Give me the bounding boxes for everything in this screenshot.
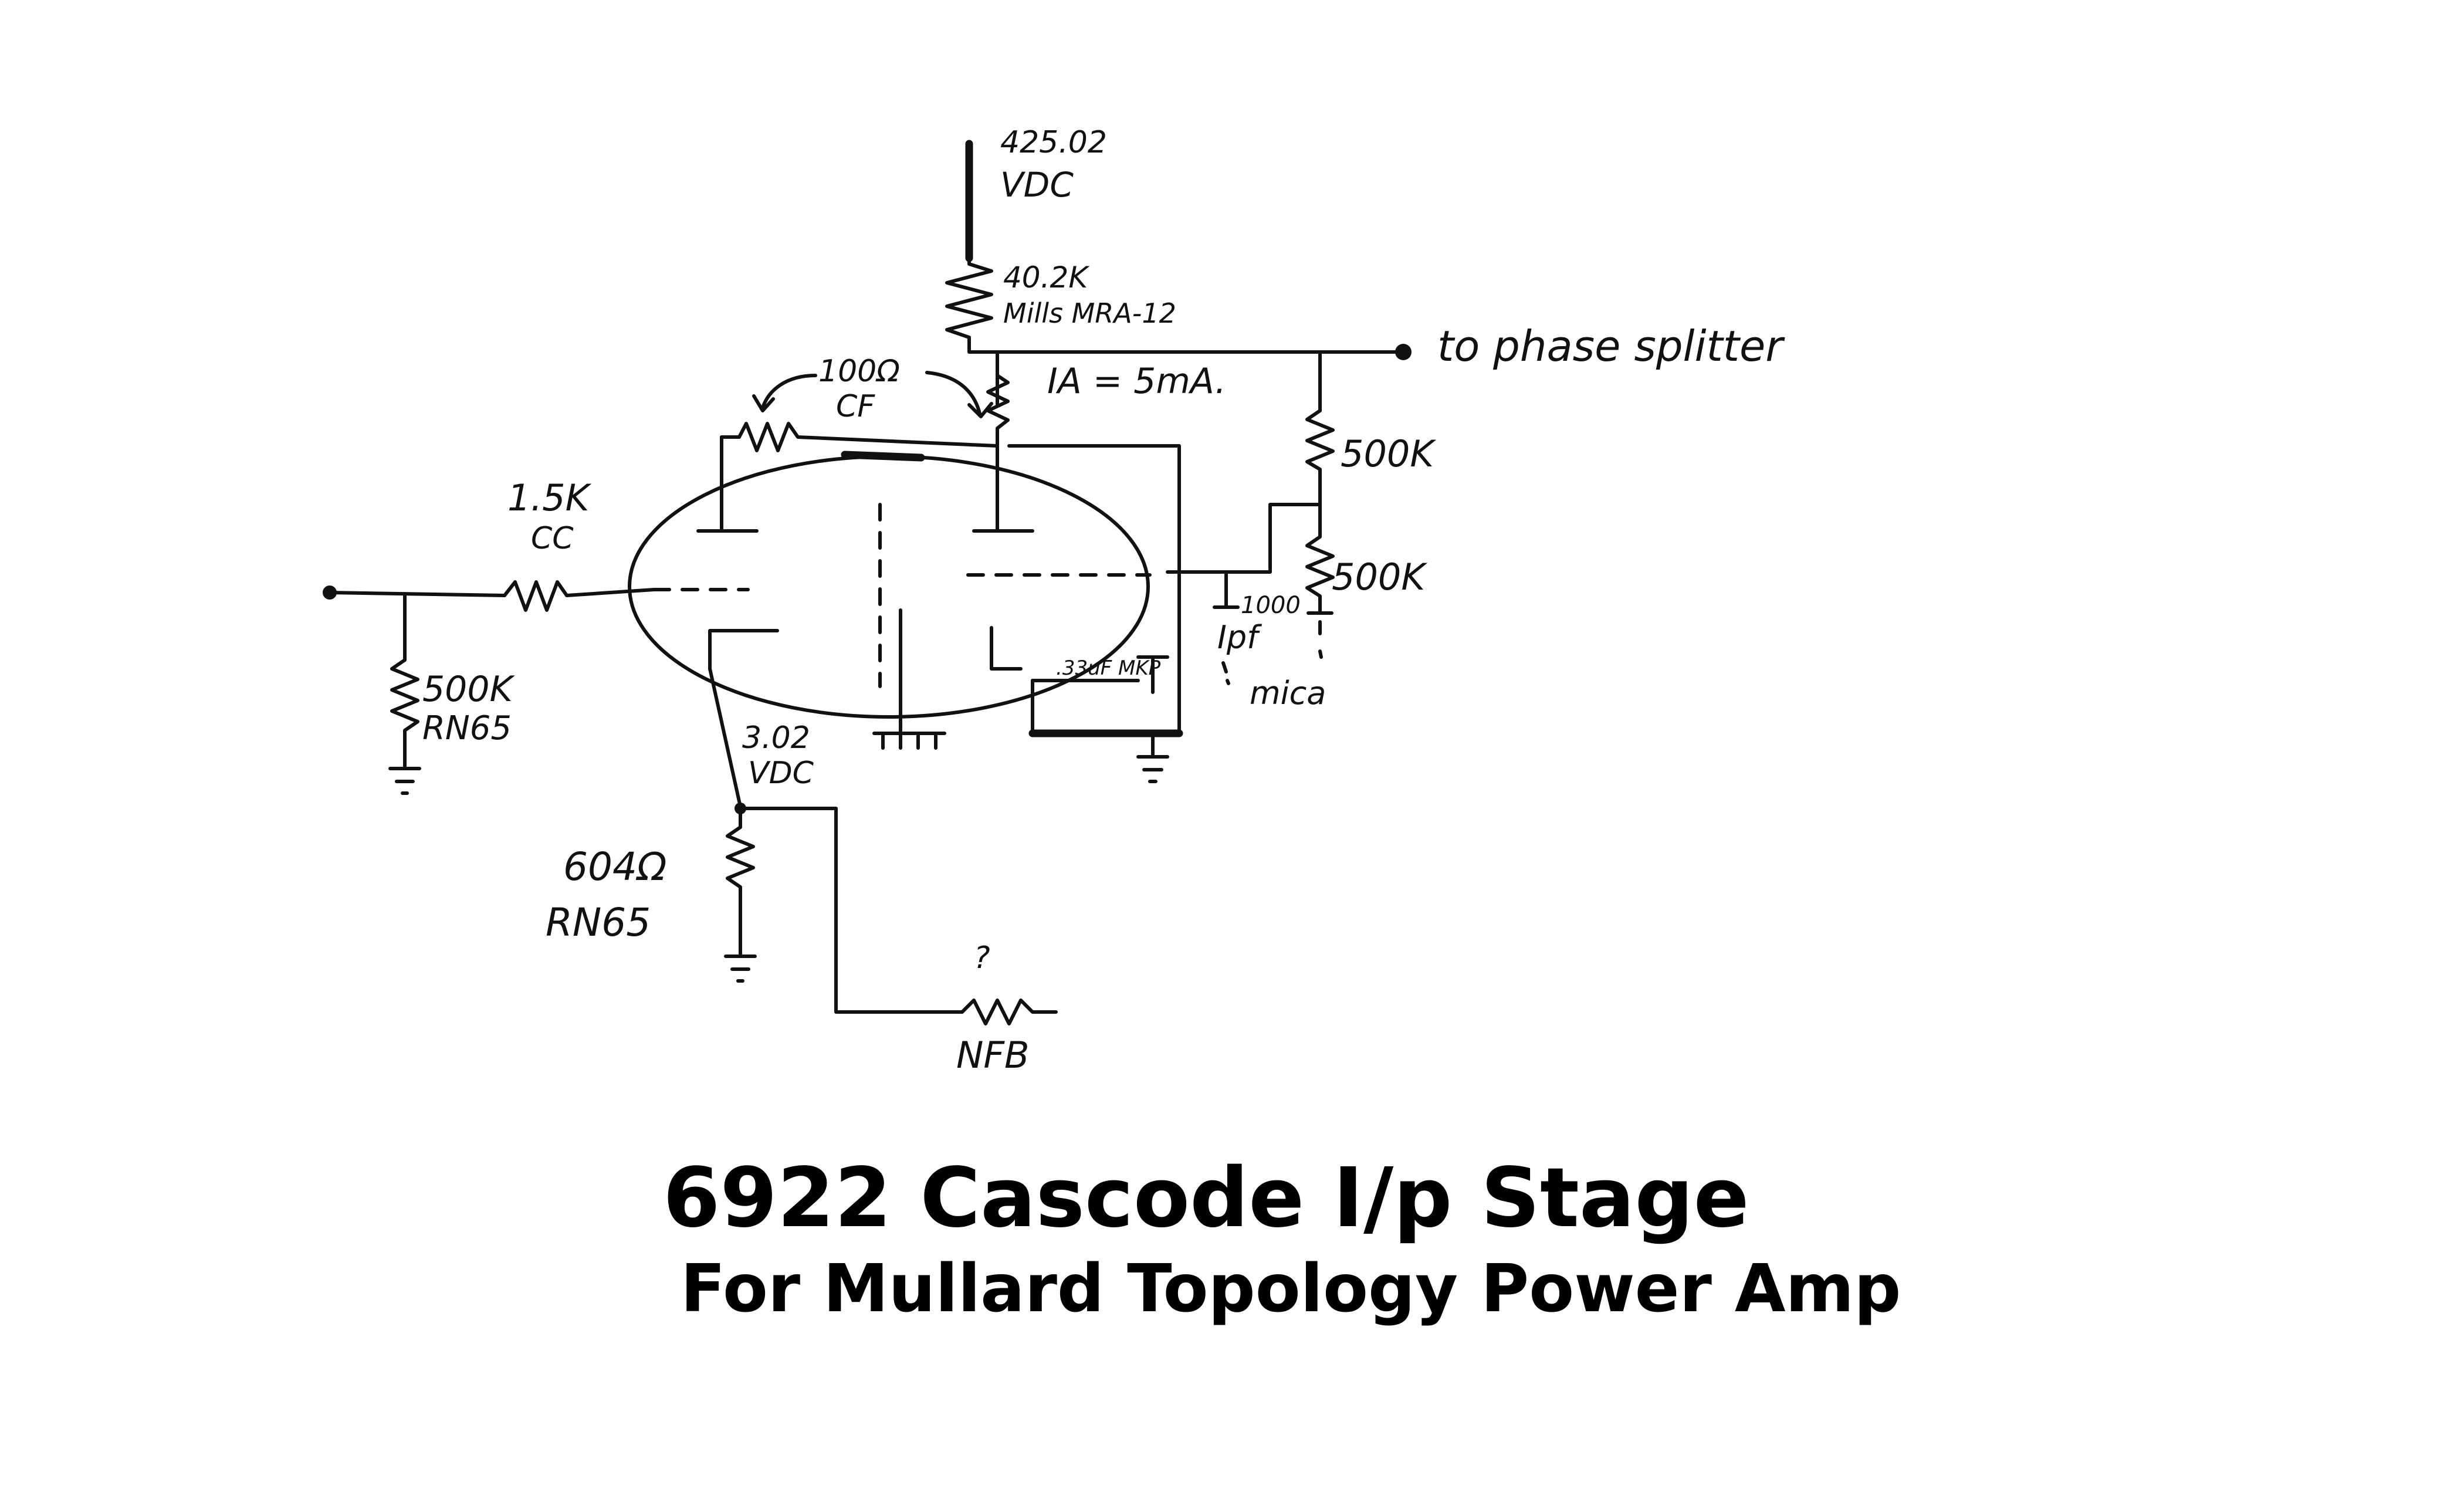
cathode-resistor-value: 604Ω: [563, 844, 666, 889]
title-line-2: For Mullard Topology Power Amp: [681, 1251, 1901, 1327]
cathode-to-nfb-wire: [739, 807, 964, 1014]
grid-leak-resistor: [390, 658, 419, 770]
grid-stopper-value: 1.5K: [507, 476, 592, 519]
cathode-lead: [708, 667, 742, 808]
cf-resistor-value: 100Ω: [818, 354, 900, 389]
divider-lower-resistor: [1305, 503, 1335, 615]
bypass-cap-lower-label: Ipf: [1217, 619, 1262, 656]
filter-cap-label: .33uF MKP: [1056, 656, 1161, 680]
cf-arrow-left-head: [752, 394, 775, 412]
cf-arrow-right: [925, 371, 981, 415]
plate-current-label: IA = 5mA.: [1047, 361, 1226, 402]
filter-cap-ground: [1136, 755, 1169, 783]
cathode-resistor: [726, 807, 755, 958]
bypass-cap-upper-label: 1000: [1241, 592, 1301, 619]
input-wire: [328, 591, 506, 597]
center-ground-bar: [872, 732, 946, 750]
nfb-resistor: [960, 999, 1058, 1025]
supply-voltage-unit: VDC: [1000, 165, 1074, 205]
divider-upper-resistor: [1305, 409, 1335, 506]
cathode-ground: [724, 955, 757, 983]
divider-mid-wire: [1166, 503, 1322, 574]
plate-resistor: [945, 256, 993, 354]
plate-resistor-value: 40.2K: [1003, 260, 1090, 295]
cf-resistor-type: CF: [836, 389, 875, 424]
grid-leak-type: RN65: [422, 709, 512, 747]
grid-stopper: [503, 580, 656, 612]
divider-upper-label: 500K: [1341, 432, 1436, 475]
output-terminal: [1395, 344, 1412, 360]
tube-top-mark: [841, 451, 925, 462]
cf-arrow-left: [761, 374, 817, 409]
grid-stopper-type: CC: [531, 521, 574, 556]
grid-leak-ground: [388, 767, 421, 795]
cathode-resistor-type: RN65: [546, 900, 651, 945]
cathode-voltage-unit: VDC: [748, 756, 814, 791]
supply-voltage-value: 425.02: [1000, 125, 1107, 160]
filter-cap-plate: [1136, 655, 1169, 694]
upper-cathode: [990, 626, 1023, 671]
grid-leak-value: 500K: [422, 669, 516, 710]
mica-cap-ground: [1221, 620, 1323, 685]
upper-plate-resistor: [986, 374, 1010, 448]
cf-resistor: [720, 422, 999, 452]
output-destination-label: to phase splitter: [1437, 321, 1785, 371]
nfb-label: NFB: [956, 1034, 1030, 1077]
bypass-cap-type-label: mica: [1250, 675, 1326, 712]
divider-lower-label: 500K: [1332, 556, 1427, 598]
title-line-1: 6922 Cascode I/p Stage: [663, 1150, 1749, 1246]
nfb-value-label: ?: [974, 940, 990, 976]
cf-arrow-right-head: [967, 402, 993, 418]
lower-cathode: [708, 629, 779, 671]
cathode-voltage-value: 3.02: [742, 720, 810, 756]
plate-resistor-type: Mills MRA-12: [1003, 297, 1176, 329]
